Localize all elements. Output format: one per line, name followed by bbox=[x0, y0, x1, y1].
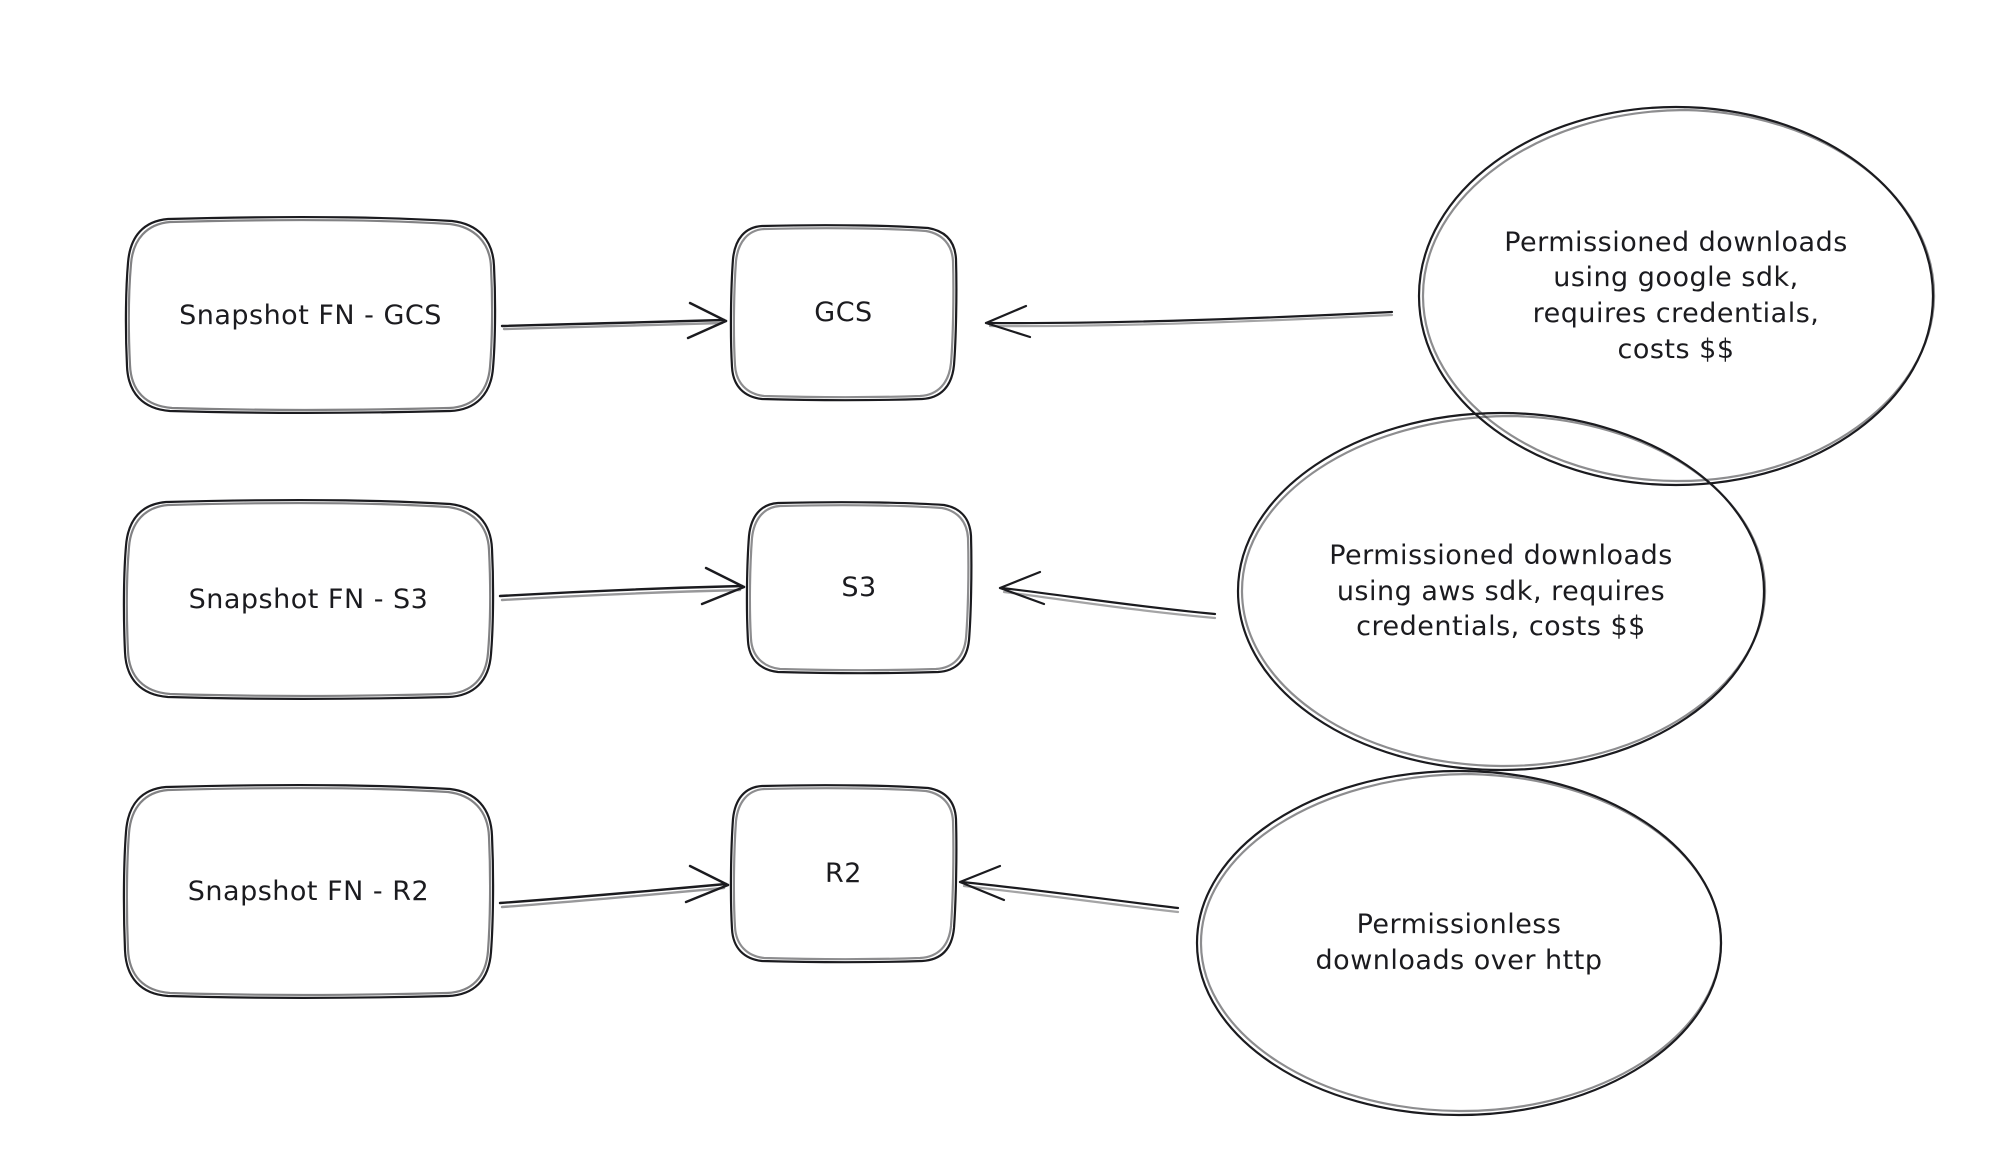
node-gcs-shape[interactable] bbox=[729, 224, 958, 402]
node-snapshot-fn-gcs-shape[interactable] bbox=[124, 215, 497, 414]
node-snapshot-fn-s3-shape[interactable] bbox=[122, 498, 495, 700]
node-r2-shape[interactable] bbox=[729, 784, 958, 964]
arrow-note-aws-to-s3[interactable] bbox=[998, 570, 1217, 620]
arrow-note-http-to-r2[interactable] bbox=[958, 864, 1180, 914]
arrow-snapshot-s3-to-s3[interactable] bbox=[498, 566, 746, 606]
node-snapshot-fn-r2-shape[interactable] bbox=[122, 783, 495, 999]
arrow-note-google-to-gcs[interactable] bbox=[984, 304, 1394, 339]
node-s3-shape[interactable] bbox=[745, 501, 973, 675]
note-google-sdk-shape[interactable] bbox=[1417, 105, 1936, 487]
note-permissionless-shape[interactable] bbox=[1195, 769, 1723, 1117]
note-aws-sdk-shape[interactable] bbox=[1236, 411, 1767, 772]
arrow-snapshot-gcs-to-gcs[interactable] bbox=[500, 301, 728, 340]
arrow-snapshot-r2-to-r2[interactable] bbox=[498, 864, 730, 909]
